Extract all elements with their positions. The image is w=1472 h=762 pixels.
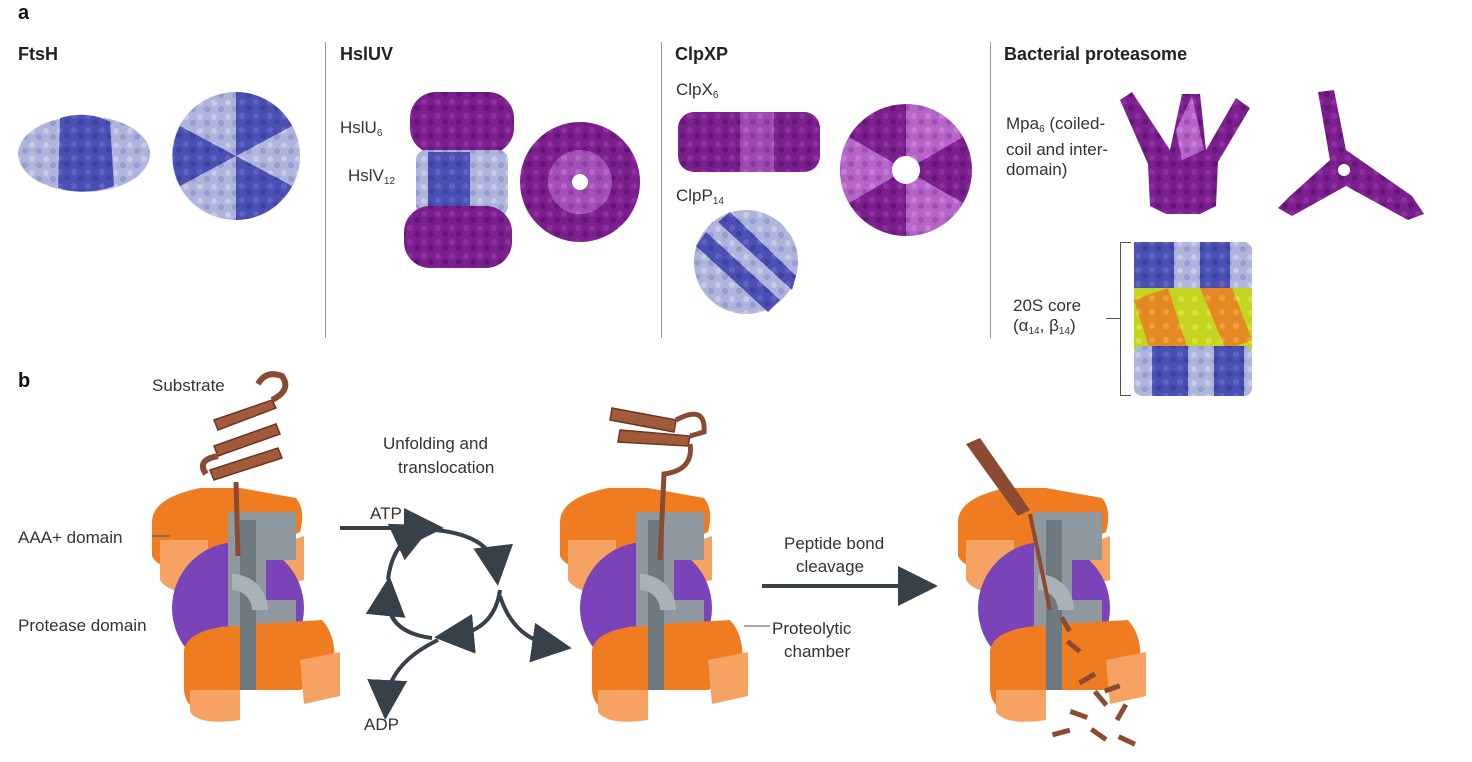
20s-core-structure [1134,242,1252,396]
core-bracket-tick [1106,318,1120,319]
clpxp-title: ClpXP [675,44,729,64]
mpa-side-structure [1120,92,1250,214]
unfolding-label-line2: translocation [398,458,495,477]
hslv-label: HslV12 [348,166,396,187]
unfolding-label-line1: Unfolding and [383,434,488,453]
divider-3 [990,42,991,338]
chamber-label-line2: chamber [784,642,851,661]
aaa-domain-label: AAA+ domain [18,528,123,547]
clpx-side-structure [678,112,820,172]
substrate-folded [200,371,289,557]
divider-1 [325,42,326,338]
core-bracket [1120,242,1131,396]
substrate-translocated [966,438,1052,611]
ftsh-top-structure [172,92,300,220]
atp-label: ATP [370,504,402,523]
mpa-top-structure [1278,90,1424,220]
peptide-fragments [1051,616,1137,747]
bacterial-proteasome-title: Bacterial proteasome [1004,44,1188,64]
substrate-unfolding [609,407,707,561]
hslu-label: HslU6 [340,118,383,139]
substrate-label: Substrate [152,376,225,395]
ftsh-side-structure [18,114,150,192]
panel-a-letter: a [18,2,30,24]
chamber-label-line1: Proteolytic [772,619,852,638]
core-label: 20S core (α14, β14) [1013,296,1082,337]
panel-b-letter: b [18,370,31,392]
mpa-label: Mpa6 (coiled- coil and inter- domain) [1006,114,1109,179]
hsluv-side-structure [404,92,514,268]
ftsh-title: FtsH [18,44,58,64]
hsluv-title: HslUV [340,44,394,64]
divider-2 [661,42,662,338]
clpp-structure [694,210,798,314]
protease-domain-label: Protease domain [18,616,147,635]
clpp-label: ClpP14 [676,186,724,207]
clpx-label: ClpX6 [676,80,719,101]
hslu-top-structure [520,122,640,242]
atp-cycle [340,508,938,720]
peptide-label-line1: Peptide bond [784,534,885,553]
peptide-label-line2: cleavage [796,557,865,576]
aaa-protease-machine-1 [152,488,340,722]
clpx-top-structure [840,104,972,236]
adp-arrow [367,638,439,720]
aaa-protease-machine-2 [560,488,748,722]
